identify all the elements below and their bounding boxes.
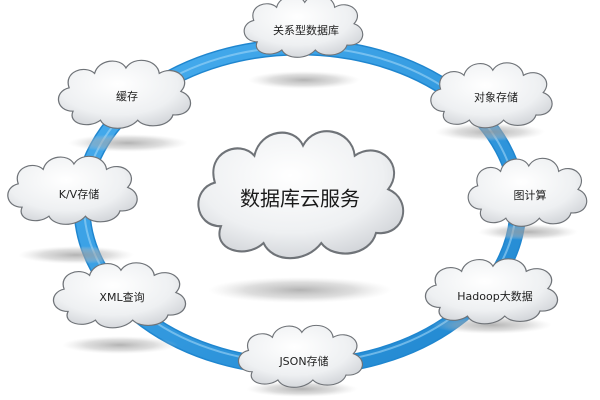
node-label-cache: 缓存 (116, 89, 138, 103)
shadow-relational-db (248, 71, 360, 89)
node-label-relational-db: 关系型数据库 (273, 23, 339, 37)
shadow-graph-compute (478, 224, 578, 240)
node-label-object-storage: 对象存储 (474, 90, 518, 104)
center-label: 数据库云服务 (240, 187, 360, 211)
shadow-xml (62, 336, 178, 354)
node-label-xml: XML查询 (99, 290, 144, 304)
shadow-center (208, 277, 392, 303)
node-label-graph-compute: 图计算 (514, 188, 547, 202)
shadow-object-storage (435, 123, 545, 141)
shadow-cache (68, 134, 188, 152)
cloud-shadows (18, 71, 578, 397)
node-label-kv: K/V存储 (59, 187, 99, 201)
node-label-json: JSON存储 (278, 354, 328, 368)
shadow-kv (18, 246, 134, 264)
node-label-hadoop: Hadoop大数据 (457, 289, 532, 303)
